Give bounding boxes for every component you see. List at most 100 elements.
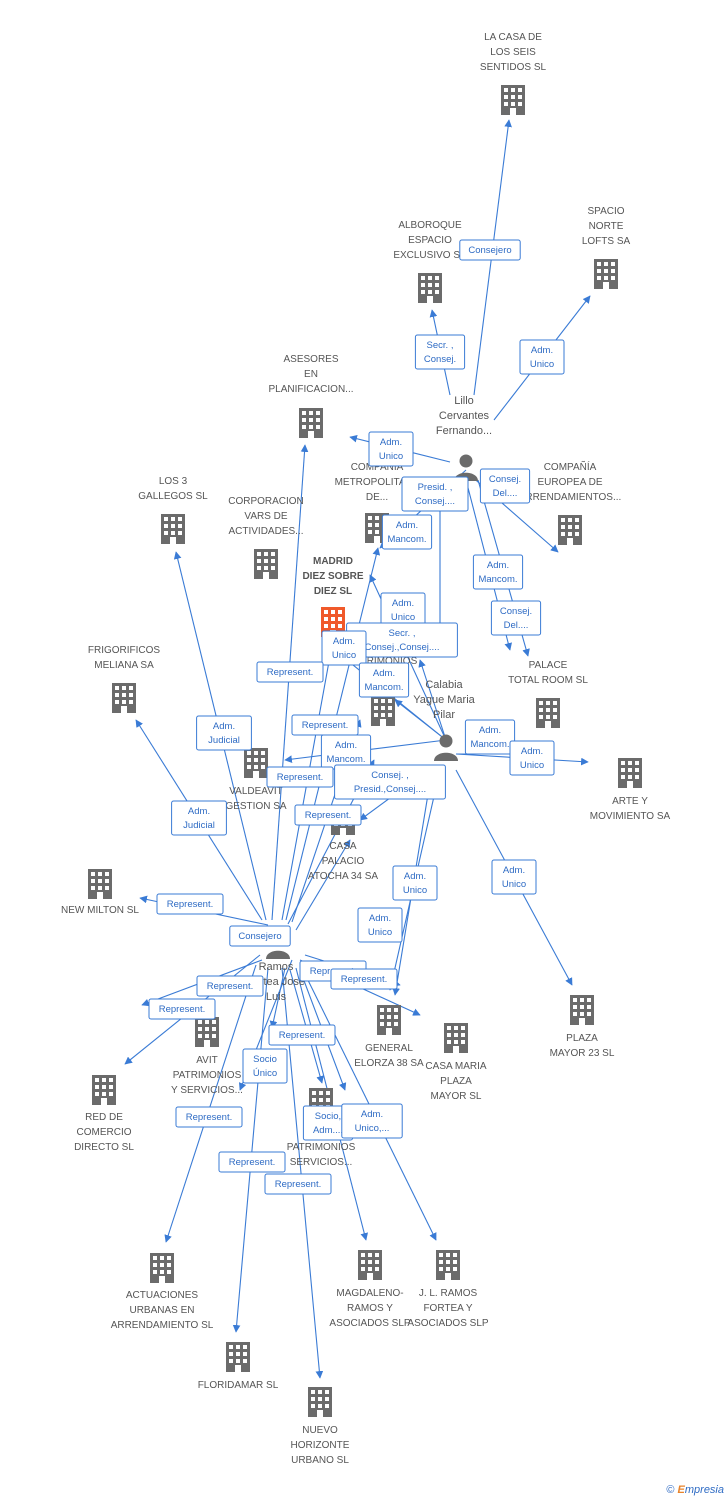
company-node-asesores[interactable]: ASESORESENPLANIFICACION... — [268, 354, 354, 438]
person-label: Lillo — [454, 395, 474, 407]
relation-label-r6[interactable]: Presid. ,Consej.... — [401, 476, 469, 512]
company-label: NUEVO — [302, 1425, 338, 1436]
relation-label-r18[interactable]: Adm.Mancom. — [320, 734, 372, 770]
relation-text: Consej. — [424, 354, 456, 365]
relation-label-r14[interactable]: Represent. — [256, 661, 324, 683]
relation-text: Adm. — [333, 636, 355, 647]
relation-text: Unico — [502, 879, 526, 890]
relation-label-r31[interactable]: Represent. — [196, 975, 264, 997]
company-label: MAYOR 23 SL — [550, 1048, 615, 1059]
relation-label-r27[interactable]: Consejero — [229, 925, 291, 947]
relation-box — [256, 661, 324, 683]
relation-box — [341, 1103, 403, 1139]
company-node-new-milton[interactable]: NEW MILTON SL — [61, 869, 139, 916]
relation-label-r38[interactable]: Represent. — [218, 1151, 286, 1173]
relation-text: Unico,... — [355, 1123, 390, 1134]
relation-label-r12[interactable]: Adm.Unico — [321, 630, 367, 666]
relation-label-r4[interactable]: Adm.Unico — [368, 431, 414, 467]
company-node-floridamar[interactable]: FLORIDAMAR SL — [198, 1342, 279, 1391]
relation-text: Adm. — [404, 871, 426, 882]
company-label: NEW MILTON SL — [61, 905, 139, 916]
relation-text: Represent. — [167, 899, 213, 910]
relation-label-r35[interactable]: Socio,Adm.... — [302, 1105, 354, 1141]
relation-label-r20[interactable]: Represent. — [266, 766, 334, 788]
relation-label-r34[interactable]: Represent. — [268, 1024, 336, 1046]
relation-label-r15[interactable]: Adm.Judicial — [196, 715, 252, 751]
building-icon — [536, 698, 560, 728]
relation-label-r5[interactable]: Consej.Del.... — [479, 468, 531, 504]
building-icon — [358, 1250, 382, 1280]
relation-label-r2[interactable]: Secr. ,Consej. — [414, 334, 466, 370]
relation-label-r32[interactable]: Represent. — [148, 998, 216, 1020]
relation-text: Represent. — [159, 1004, 205, 1015]
relation-label-r28[interactable]: Adm.Unico — [357, 907, 403, 943]
relation-label-r36[interactable]: Adm. Unico,... — [341, 1103, 403, 1139]
relation-label-r37[interactable]: Represent. — [175, 1106, 243, 1128]
company-label: CORPORACION — [228, 496, 304, 507]
relation-label-r24[interactable]: Adm. Unico — [491, 859, 537, 895]
relation-label-r3[interactable]: Adm.Unico — [519, 339, 565, 375]
brand-name: mpresia — [684, 1484, 724, 1496]
relation-label-r17[interactable]: Adm.Mancom. — [464, 719, 516, 755]
relation-box — [358, 662, 410, 698]
company-label: PLANIFICACION... — [268, 384, 353, 395]
relation-label-r9[interactable]: Consej.Del.... — [490, 600, 542, 636]
relation-text: Represent. — [186, 1112, 232, 1123]
relation-label-r10[interactable]: Adm.Unico — [380, 592, 426, 628]
relation-text: Socio, — [315, 1111, 341, 1122]
person-label: Ramos — [259, 961, 294, 973]
company-label: SENTIDOS SL — [480, 62, 547, 73]
relation-text: Socio — [253, 1054, 277, 1065]
relation-label-r25[interactable]: Adm. Unico — [392, 865, 438, 901]
relation-text: Unico — [530, 359, 554, 370]
relation-label-r7[interactable]: Adm.Mancom. — [381, 514, 433, 550]
relation-label-r1[interactable]: Consejero — [459, 239, 521, 261]
relation-label-r21[interactable]: Consej. ,Presid.,Consej.... — [334, 764, 446, 800]
relation-label-r13[interactable]: Adm.Mancom. — [358, 662, 410, 698]
person-node-lillo[interactable]: LilloCervantesFernando... — [436, 395, 492, 481]
relation-label-r8[interactable]: Adm.Mancom. — [472, 554, 524, 590]
relation-label-r30[interactable]: Represent. — [330, 968, 398, 990]
relation-text: Mancom. — [387, 534, 426, 545]
relation-label-r19[interactable]: Adm.Unico — [509, 740, 555, 776]
company-node-patrimonios-servicios[interactable]: PATRIMONIOSSERVICIOS... — [287, 1088, 356, 1168]
person-label: Calabia — [425, 679, 463, 691]
relation-label-r16[interactable]: Represent. — [291, 714, 359, 736]
relation-label-r39[interactable]: Represent. — [264, 1173, 332, 1195]
relation-text: Consej. — [489, 474, 521, 485]
relation-label-r22[interactable]: Adm.Judicial — [171, 800, 227, 836]
relation-box — [392, 865, 438, 901]
building-icon — [444, 1023, 468, 1053]
relation-label-r23[interactable]: Represent. — [294, 804, 362, 826]
relation-text: Adm. — [361, 1109, 383, 1120]
relation-text: Represent. — [341, 974, 387, 985]
relation-text: Presid. , — [418, 482, 453, 493]
relation-text: Unico — [403, 885, 427, 896]
company-label: FLORIDAMAR SL — [198, 1380, 279, 1391]
relation-label-r26[interactable]: Represent. — [156, 893, 224, 915]
relation-text: Adm. — [503, 865, 525, 876]
